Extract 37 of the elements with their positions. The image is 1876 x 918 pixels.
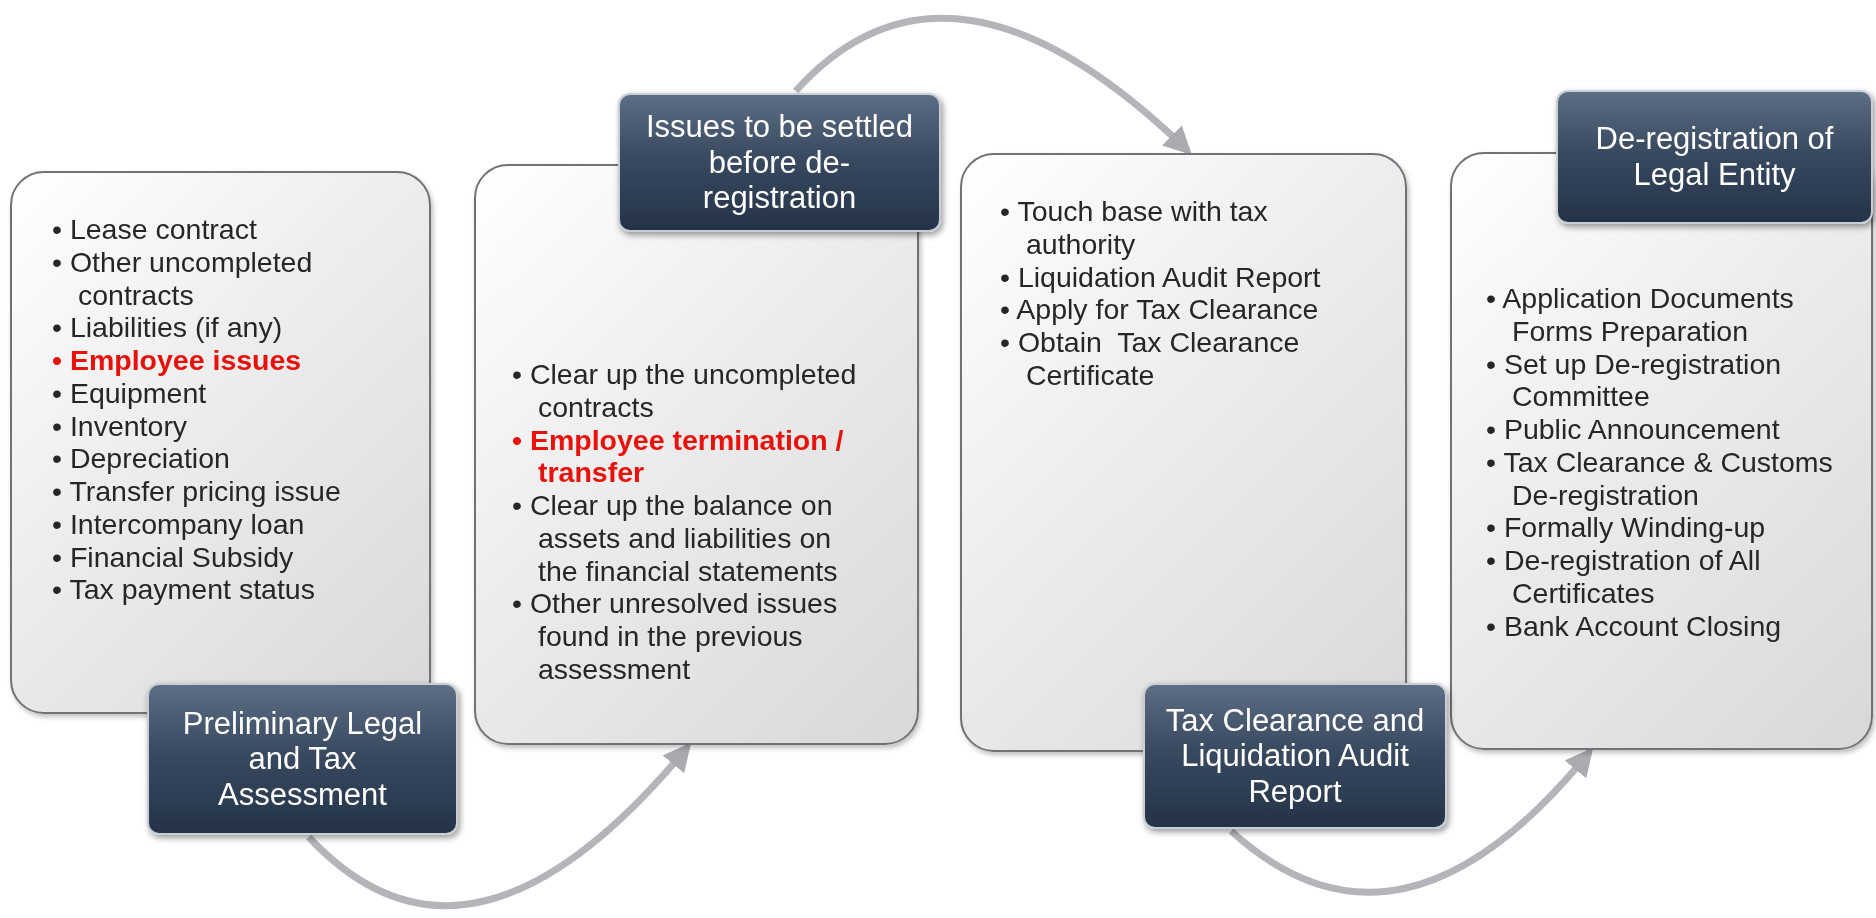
bullet-item: • Employee termination / transfer — [512, 423, 845, 490]
bullet-item: • Touch base with tax authority — [1000, 195, 1269, 261]
bullet-item: • Tax payment status — [52, 573, 316, 607]
bullet-item: • Equipment — [52, 376, 208, 410]
bullet-item: • Clear up the uncompleted contracts — [512, 358, 858, 424]
curved-arrow — [793, 14, 1193, 155]
bullet-item: • De-registration of All Certificates — [1486, 544, 1762, 610]
bullet-item: • Liquidation Audit Report — [1000, 260, 1322, 294]
bullet-item: • Intercompany loan — [52, 507, 306, 541]
bullet-item: • Apply for Tax Clearance — [1000, 293, 1320, 327]
step-title-box — [147, 683, 458, 835]
bullet-item: • Clear up the balance on assets and liabilities on the financial statements — [512, 489, 839, 588]
bullet-item: • Obtain Tax Clearance Certificate — [1000, 326, 1301, 392]
bullet-item: • Tax Clearance & Customs De-registration — [1486, 445, 1834, 512]
bullet-item: • Liabilities (if any) — [52, 311, 284, 345]
bullet-item: • Financial Subsidy — [52, 540, 295, 574]
curved-arrow — [1228, 747, 1594, 896]
bullet-item: • Inventory — [52, 409, 189, 443]
bullet-item: • Set up De-registration Committee — [1486, 347, 1783, 414]
bullet-item: • Formally Winding-up — [1486, 511, 1767, 545]
step-title: Preliminary Legal and Tax Assessment — [181, 705, 424, 813]
step-title: De-registration of Legal Entity — [1594, 121, 1835, 193]
step-title: Tax Clearance and Liquidation Audit Report — [1164, 702, 1426, 810]
step-title-box — [618, 93, 941, 232]
step-title: Issues to be settled before de-registration — [644, 109, 915, 216]
bullet-item: • Employee issues — [52, 344, 303, 377]
bullet-item: • Other unresolved issues found in the previous assessment — [512, 587, 839, 686]
step-title-box — [1143, 683, 1447, 829]
bullet-item: • Application Documents Forms Preparation — [1486, 282, 1795, 348]
bullet-item: • Public Announcement — [1486, 413, 1781, 446]
bullet-item: • Depreciation — [52, 442, 231, 476]
bullet-item: • Transfer pricing issue — [52, 475, 342, 508]
step-title-box — [1556, 90, 1873, 224]
bullet-item: • Bank Account Closing — [1486, 609, 1783, 643]
curved-arrow — [306, 742, 692, 909]
bullet-item: • Other uncompleted contracts — [52, 245, 314, 312]
bullet-item: • Lease contract — [52, 213, 258, 246]
